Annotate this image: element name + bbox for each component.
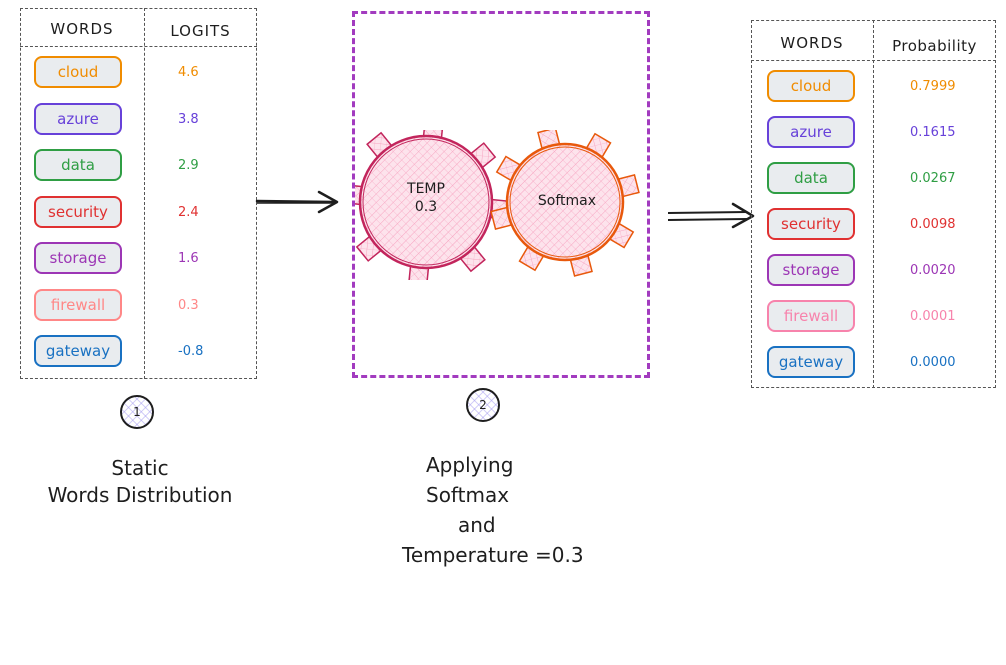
caption-line: Static	[111, 456, 169, 480]
double-right-arrow-icon	[667, 202, 755, 229]
output-word-box: storage	[767, 254, 855, 286]
output-header-probability: Probability	[892, 37, 977, 55]
input-value: 4.6	[178, 65, 199, 80]
input-header-words: WORDS	[50, 20, 114, 38]
output-table-column-divider	[873, 20, 874, 388]
input-table-frame	[20, 8, 257, 379]
output-value: 0.0020	[910, 263, 956, 278]
input-word-box: firewall	[34, 288, 122, 321]
gear-temp-title: TEMP	[407, 181, 445, 197]
gear-rim	[362, 138, 490, 266]
gear-temp-label: TEMP 0.3	[396, 180, 456, 216]
gear-icon	[490, 130, 640, 277]
caption-line: Words Distribution	[47, 483, 233, 507]
step-1-caption: Static Words Distribution	[0, 455, 280, 509]
right-arrow-icon	[255, 190, 339, 214]
input-table-column-divider	[144, 8, 145, 379]
output-value: 0.0267	[910, 171, 956, 186]
output-word-box: firewall	[767, 300, 855, 332]
output-table-header-divider	[751, 60, 996, 61]
output-value: 0.0000	[910, 355, 956, 370]
gear-softmax-label: Softmax	[537, 193, 597, 209]
gear-icon	[355, 130, 510, 280]
input-value: 1.6	[178, 251, 199, 266]
output-value: 0.7999	[910, 79, 956, 94]
output-word-box: gateway	[767, 346, 855, 378]
input-word-box: azure	[34, 102, 122, 135]
input-value: -0.8	[178, 344, 204, 359]
input-value: 3.8	[178, 111, 199, 127]
gear-body	[505, 142, 625, 262]
gear-rim	[509, 146, 621, 258]
input-word-box: storage	[34, 242, 122, 274]
output-word-box: security	[767, 208, 855, 240]
process-frame	[352, 11, 650, 378]
caption-line: Applying	[426, 453, 514, 477]
gears-illustration	[355, 130, 640, 280]
input-word-box: gateway	[34, 335, 122, 367]
input-word-box: data	[34, 149, 122, 181]
output-value: 0.0001	[910, 309, 956, 324]
caption-line: Softmax	[426, 483, 510, 507]
input-header-logits: LOGITS	[170, 22, 231, 40]
input-table-header-divider	[20, 46, 257, 47]
step-2-caption: Applying Softmax and Temperature =0.3	[398, 450, 638, 570]
input-value: 2.4	[178, 204, 199, 220]
caption-line: and	[458, 513, 496, 537]
gear-temp-value: 0.3	[414, 199, 438, 215]
output-word-box: azure	[767, 116, 855, 148]
output-value: 0.1615	[910, 125, 956, 140]
output-value: 0.0098	[910, 217, 956, 232]
output-word-box: cloud	[767, 70, 855, 102]
input-word-box: cloud	[34, 56, 122, 88]
input-value: 2.9	[178, 158, 199, 173]
input-word-box: security	[34, 195, 122, 228]
output-word-box: data	[767, 162, 855, 194]
gear-body	[358, 134, 494, 270]
input-value: 0.3	[178, 297, 199, 313]
caption-line: Temperature =0.3	[402, 543, 584, 567]
output-header-words: WORDS	[780, 34, 844, 52]
step-badge-1: 1	[120, 395, 154, 429]
step-badge-2: 2	[466, 388, 500, 422]
